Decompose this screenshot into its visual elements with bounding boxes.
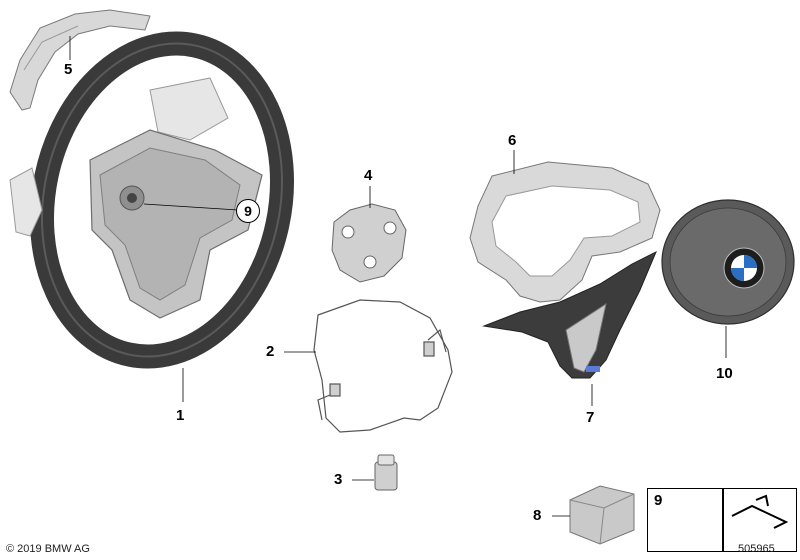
callout-10: 10 [716, 365, 733, 382]
callout-8: 8 [533, 507, 542, 524]
callout-2: 2 [266, 343, 275, 360]
spoke-trim-part-6 [469, 161, 661, 303]
callout-7: 7 [586, 409, 595, 426]
callout-5: 5 [64, 61, 73, 78]
bmw-logo-icon [723, 247, 765, 289]
shroud-trim-part-5 [9, 9, 151, 111]
wiring-harness-part-2 [313, 299, 453, 433]
connector-part-3 [374, 454, 398, 491]
callout-9-box: 9 [654, 492, 663, 509]
symbol-box [723, 488, 797, 552]
callout-3: 3 [334, 471, 343, 488]
spoke-cover-part-7 [482, 250, 657, 379]
steering-wheel-part-1 [9, 31, 295, 369]
bracket-part-4 [331, 203, 407, 283]
callout-4: 4 [364, 167, 373, 184]
callout-1: 1 [176, 407, 185, 424]
airbag-module-part-10 [661, 199, 795, 325]
callout-6: 6 [508, 132, 517, 149]
callout-9-circle: 9 [236, 199, 260, 223]
diagram-number: 505965 [738, 543, 775, 555]
part-8-block [569, 485, 635, 545]
fastener-symbol-icon [731, 494, 789, 529]
copyright-text: © 2019 BMW AG [6, 543, 90, 555]
part-9-box [647, 488, 723, 552]
